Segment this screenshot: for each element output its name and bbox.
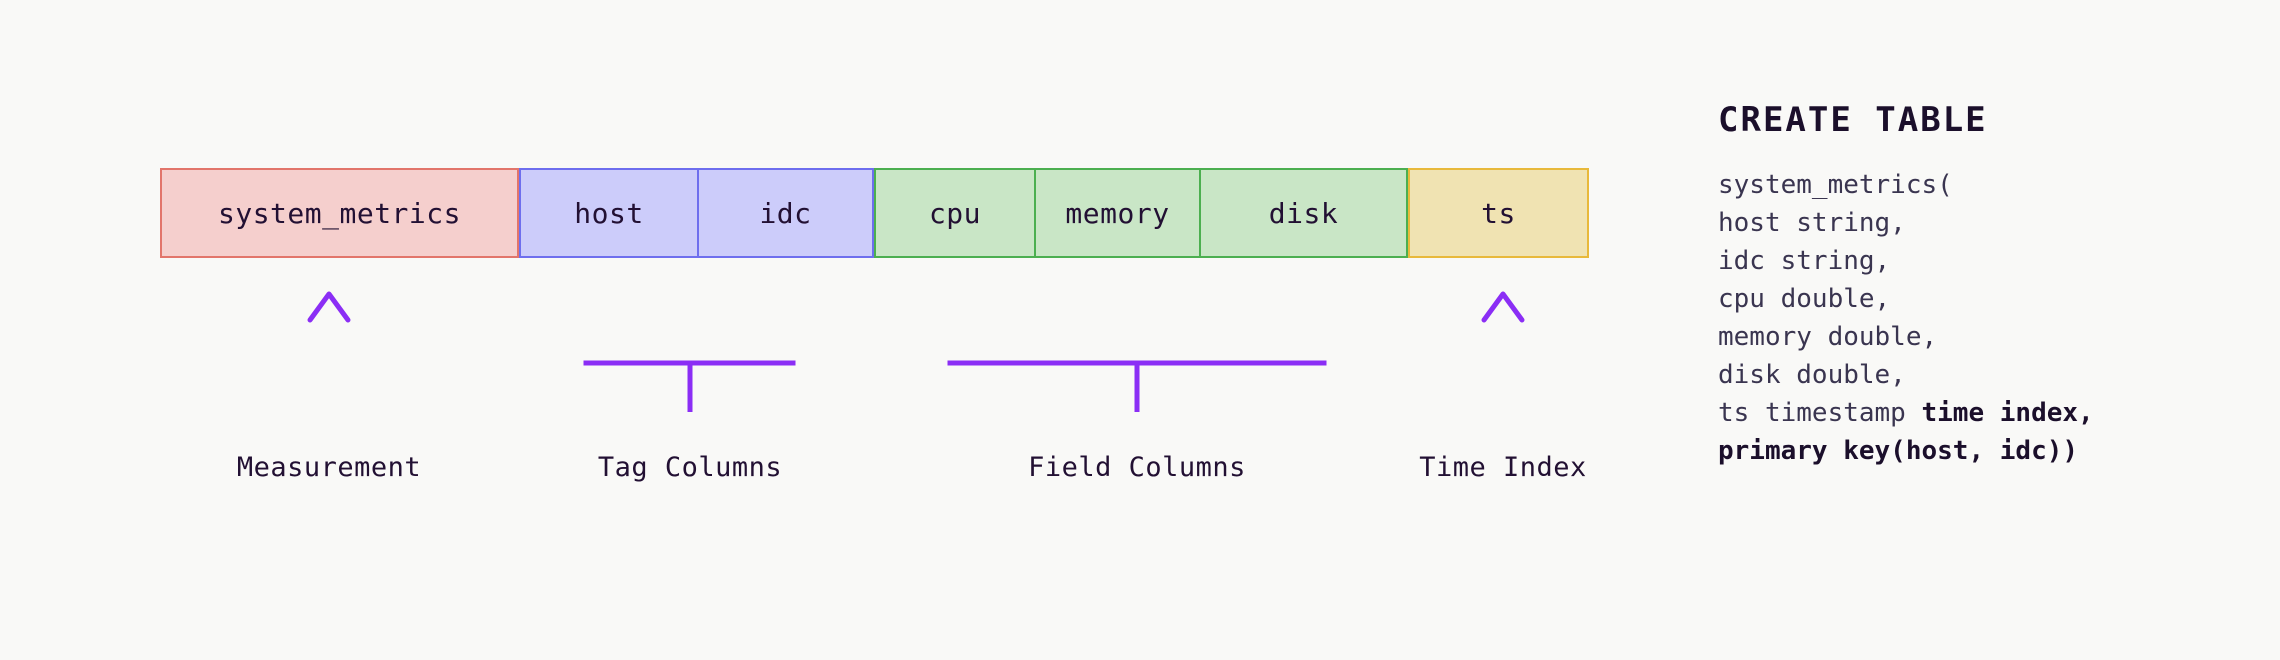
code-text: disk double, [1718,360,1906,390]
code-body: system_metrics(host string, idc string, cp… [1718,166,2258,470]
code-text: system_metrics( [1718,170,1953,200]
code-text: host string, [1718,208,1906,238]
column-cell-disk[interactable]: disk [1199,170,1406,256]
connector-arrow-time-index [1481,291,1525,413]
code-line: primary key(host, idc)) [1718,432,2258,470]
code-line: host string, [1718,204,2258,242]
code-panel: CREATE TABLE system_metrics(host string,… [1718,100,2258,470]
connector-arrow-measurement [307,291,351,413]
code-line: cpu double, [1718,280,2258,318]
annotation-field-columns: Field Columns [1028,452,1246,483]
connector-bracket-tag [583,298,796,412]
code-title: CREATE TABLE [1718,100,1988,140]
code-line: system_metrics( [1718,166,2258,204]
code-text: idc string, [1718,246,1891,276]
code-keyword: primary key(host, idc)) [1718,436,2079,466]
code-text: ts timestamp [1718,398,1922,428]
column-cell-memory[interactable]: memory [1034,170,1199,256]
code-text: cpu double, [1718,284,1891,314]
column-cell-system-metrics[interactable]: system_metrics [217,196,461,230]
column-group-field: cpu memory disk [874,168,1408,258]
connector-bracket-field [947,298,1327,412]
column-cell-idc[interactable]: idc [697,170,872,256]
annotation-tag-columns: Tag Columns [597,452,783,483]
column-group-tag: host idc [519,168,874,258]
schema-row: system_metrics host idc cpu memory disk … [160,168,1589,258]
code-line: memory double, [1718,318,2258,356]
code-line: disk double, [1718,356,2258,394]
code-text: memory double, [1718,322,1938,352]
annotation-time-index: Time Index [1419,452,1587,483]
code-keyword: time index, [1921,398,2094,428]
column-group-measurement: system_metrics [160,168,519,258]
column-cell-ts[interactable]: ts [1481,196,1516,230]
column-group-time-index: ts [1408,168,1589,258]
column-cell-host[interactable]: host [574,196,644,230]
annotation-measurement: Measurement [236,452,422,483]
code-line: ts timestamp time index, [1718,394,2258,432]
column-cell-cpu[interactable]: cpu [928,196,982,230]
code-line: idc string, [1718,242,2258,280]
